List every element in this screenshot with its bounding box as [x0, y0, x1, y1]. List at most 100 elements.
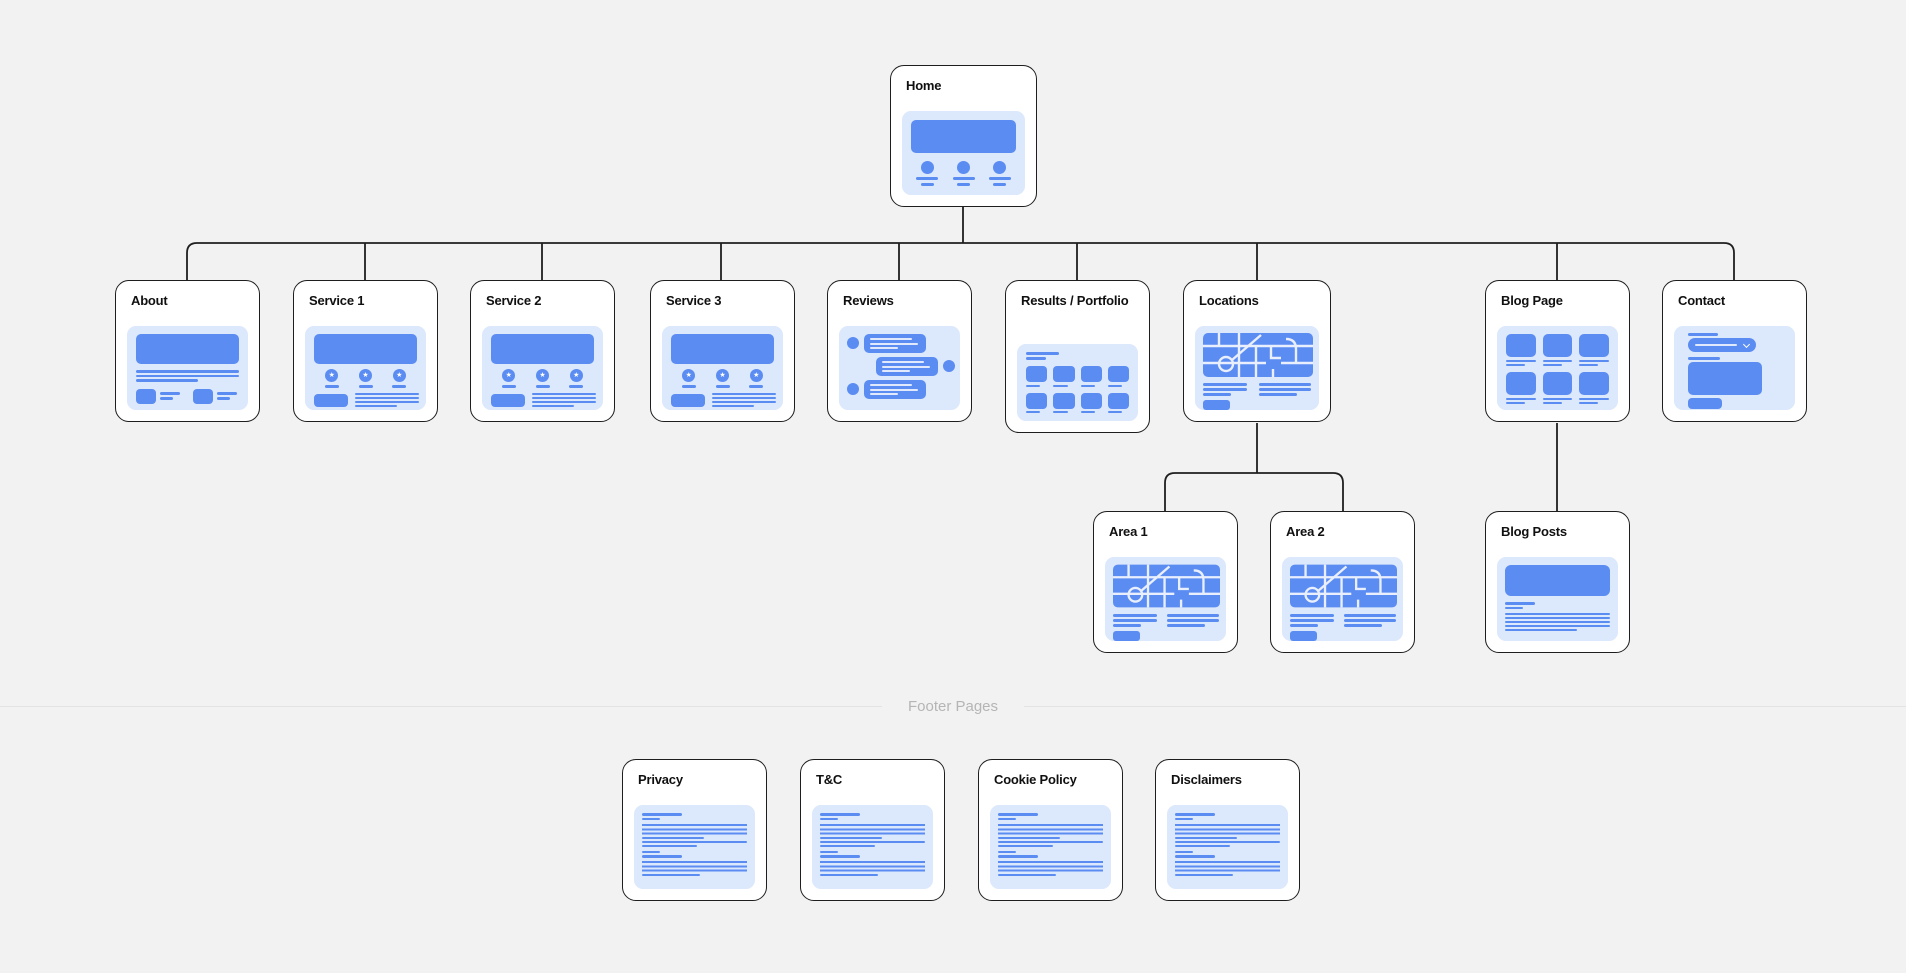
text-line — [1688, 333, 1718, 336]
node-tc[interactable]: T&C — [800, 759, 945, 901]
text-line — [355, 397, 419, 399]
text-line — [1203, 383, 1247, 386]
node-cookie-policy[interactable]: Cookie Policy — [978, 759, 1123, 901]
text-line — [998, 855, 1038, 858]
reviews-thumbnail — [839, 326, 960, 410]
node-locations[interactable]: Locations — [1183, 280, 1331, 422]
node-about[interactable]: About — [115, 280, 260, 422]
text-line — [1290, 624, 1318, 627]
node-blog-posts[interactable]: Blog Posts — [1485, 511, 1630, 653]
post-item — [1579, 334, 1609, 366]
text-line — [1579, 402, 1599, 404]
text-line — [957, 183, 970, 186]
text-line — [1167, 619, 1219, 622]
button-block — [1290, 631, 1317, 641]
text-line — [1053, 384, 1068, 387]
image-tile — [1506, 334, 1536, 357]
node-contact[interactable]: Contact — [1662, 280, 1807, 422]
text-line — [1505, 617, 1610, 619]
text-line — [532, 393, 596, 395]
text-lines — [820, 861, 925, 872]
text-line — [1542, 359, 1573, 362]
text-line — [1080, 411, 1095, 413]
circle-icon — [957, 161, 970, 174]
text-line — [1542, 364, 1562, 366]
text-line — [1026, 384, 1041, 387]
node-title: About — [131, 293, 168, 308]
node-title: Privacy — [638, 772, 683, 787]
image-tile — [1579, 372, 1609, 395]
star-icons-row: ★ ★ ★ — [305, 369, 426, 388]
text-line — [715, 385, 730, 388]
text-line — [642, 855, 682, 858]
node-service-3[interactable]: Service 3 ★ ★ ★ — [650, 280, 795, 422]
map-graphic — [1113, 564, 1220, 608]
text-line — [1695, 344, 1737, 346]
text-line — [324, 385, 339, 388]
text-line — [993, 183, 1007, 186]
text-line — [998, 845, 1053, 847]
text-line — [1167, 614, 1219, 617]
post-item — [1542, 334, 1573, 366]
star-icon: ★ — [536, 369, 549, 382]
node-privacy[interactable]: Privacy — [622, 759, 767, 901]
text-line — [642, 851, 660, 853]
text-line — [1505, 625, 1610, 627]
text-document-thumbnail — [634, 805, 755, 889]
post-grid — [1506, 334, 1609, 404]
node-disclaimers[interactable]: Disclaimers — [1155, 759, 1300, 901]
node-service-2[interactable]: Service 2 ★ ★ ★ — [470, 280, 615, 422]
text-lines — [1175, 824, 1280, 835]
text-line — [642, 818, 660, 820]
node-title: Cookie Policy — [994, 772, 1077, 787]
text-line — [1175, 813, 1215, 816]
text-line — [1505, 621, 1610, 623]
text-line — [355, 405, 397, 407]
image-tile — [1080, 366, 1102, 382]
gallery-item — [1026, 366, 1048, 387]
area-map-thumbnail — [1282, 557, 1403, 641]
text-line — [820, 845, 875, 847]
text-line — [882, 365, 930, 368]
node-reviews[interactable]: Reviews — [827, 280, 972, 422]
post-item — [1579, 372, 1609, 404]
text-line — [1688, 357, 1720, 360]
text-line — [1113, 614, 1157, 617]
star-icon: ★ — [359, 369, 372, 382]
text-document-thumbnail — [990, 805, 1111, 889]
node-area-1[interactable]: Area 1 — [1093, 511, 1238, 653]
gallery-item — [1107, 392, 1129, 413]
portfolio-thumbnail — [1017, 344, 1138, 421]
text-line — [920, 183, 934, 186]
node-title: Contact — [1678, 293, 1725, 308]
text-line — [712, 397, 776, 399]
node-service-1[interactable]: Service 1 ★ ★ ★ — [293, 280, 438, 422]
text-line — [217, 397, 230, 400]
circle-icon — [920, 161, 934, 174]
avatar-circle — [847, 383, 859, 395]
node-results-portfolio[interactable]: Results / Portfolio — [1005, 280, 1150, 433]
text-line — [1259, 388, 1311, 391]
node-title: Blog Posts — [1501, 524, 1567, 539]
node-home[interactable]: Home — [890, 65, 1037, 207]
image-tile — [1053, 392, 1075, 409]
image-tile — [1542, 372, 1573, 395]
star-feature: ★ — [749, 369, 764, 388]
text-line — [1290, 619, 1334, 622]
node-blog-page[interactable]: Blog Page — [1485, 280, 1630, 422]
image-tile — [1080, 392, 1102, 409]
text-line — [1259, 383, 1311, 386]
text-line — [642, 813, 682, 816]
gallery-item — [1107, 366, 1129, 387]
text-line — [1344, 614, 1396, 617]
text-line — [870, 393, 898, 395]
node-title: Results / Portfolio — [1021, 293, 1129, 308]
node-area-2[interactable]: Area 2 — [1270, 511, 1415, 653]
text-line — [1175, 851, 1193, 853]
feature-icons-row — [902, 161, 1025, 186]
article-thumbnail — [1497, 557, 1618, 641]
text-line — [870, 388, 918, 391]
text-line — [916, 177, 939, 180]
avatar-circle — [943, 360, 955, 372]
hero-block — [671, 334, 774, 364]
